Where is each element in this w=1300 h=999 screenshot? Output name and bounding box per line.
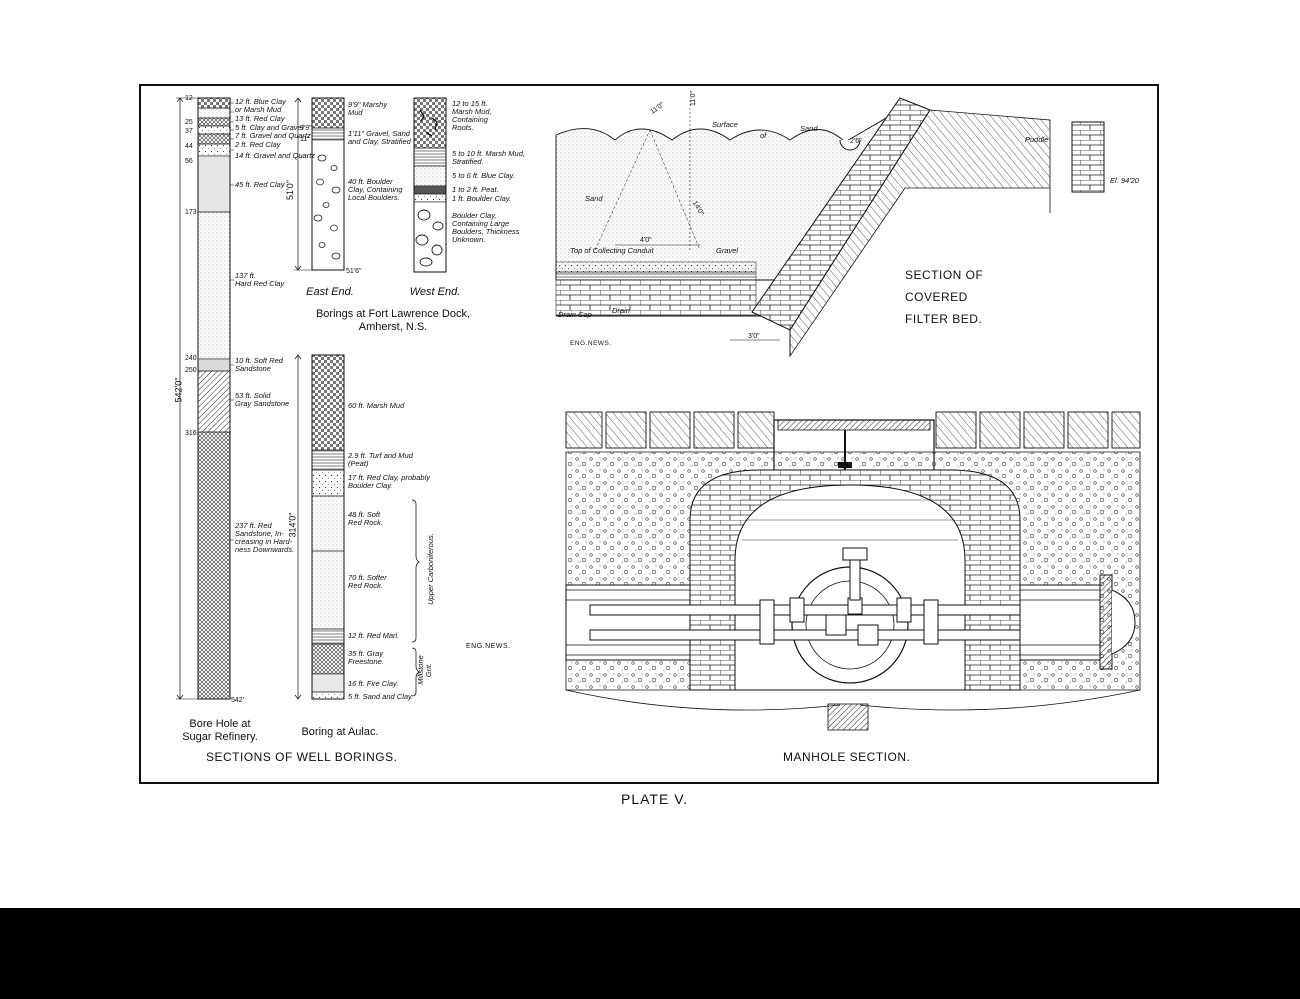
west-label-3: 1 to 2 ft. Peat. (452, 185, 499, 194)
west-label-1: 5 to 10 ft. Marsh Mud, Stratified. (452, 149, 525, 166)
east-mark-1: 11' (300, 136, 309, 143)
bh-depth-0: 12 (185, 95, 193, 102)
east-mark-0: 9'9" (300, 125, 312, 132)
plate-title: PLATE V. (621, 791, 689, 807)
filter-label-top-of-conduit: Top of Collecting Conduit (570, 246, 654, 255)
filter-label-elevation: El. 94'20 (1110, 176, 1139, 185)
aulac-label-2: 17 ft. Red Clay, probably Boulder Clay. (348, 473, 430, 490)
eng-news-credit-filter: ENG.NEWS. (570, 340, 612, 347)
sections-of-well-borings-caption: SECTIONS OF WELL BORINGS. (206, 750, 398, 764)
bh-label-6: 45 ft. Red Clay (235, 180, 285, 189)
fort-lawrence-caption: Borings at Fort Lawrence Dock, Amherst, … (315, 308, 471, 333)
aulac-total-depth: 314'0" (287, 512, 298, 538)
bh-depth-4: 56 (185, 158, 193, 165)
bh-depth-9: 542' (231, 697, 245, 704)
bh-label-1: 13 ft. Red Clay (235, 114, 285, 123)
filter-label-sand: Sand (585, 194, 603, 203)
aulac-bracket-millstone-grit: Millstone Grit. (416, 655, 433, 685)
west-label-2: 5 to 6 ft. Blue Clay. (452, 171, 515, 180)
bh-label-3: 7 ft. Gravel and Quartz (235, 131, 311, 140)
east-total-depth: 51'0" (284, 180, 295, 200)
bh-label-8: 10 ft. Soft Red Sandstone (235, 356, 283, 373)
filter-bed-drawing (555, 97, 1105, 358)
bh-depth-6: 240 (185, 355, 197, 362)
aulac-label-5: 12 ft. Red Marl. (348, 631, 400, 640)
filter-dim-5: 2'6" (850, 138, 862, 145)
bh-depth-3: 44 (185, 143, 193, 150)
bh-depth-7: 250 (185, 367, 197, 374)
bh-depth-8: 316 (185, 430, 197, 437)
bh-total-depth: 542'0" (173, 377, 184, 403)
filter-dim-2: 4'0" (640, 237, 652, 244)
west-label-0: 12 to 15 ft. Marsh Mud, Containing Roots… (452, 99, 492, 132)
bh-label-4: 2 ft. Red Clay (235, 140, 281, 149)
east-end-caption: East End. (306, 286, 354, 298)
aulac-caption: Boring at Aulac. (301, 726, 379, 738)
east-label-1: 1'11" Gravel, Sand and Clay, Stratified (348, 129, 411, 146)
aulac-bracket-upper-carboniferous: Upper Carboniferous. (426, 533, 435, 605)
aulac-column (294, 354, 420, 700)
east-mark-2: 51'6" (346, 268, 362, 275)
west-label-4: 1 ft. Boulder Clay. (452, 194, 512, 203)
bore-hole-caption: Bore Hole at Sugar Refinery. (182, 718, 258, 743)
bh-label-0: 12 ft. Blue Clay or Marsh Mud (235, 97, 286, 114)
aulac-label-8: 5 ft. Sand and Clay. (348, 692, 414, 701)
aulac-label-7: 16 ft. Fire Clay. (348, 679, 399, 688)
west-end-caption: West End. (409, 286, 461, 298)
west-label-5: Boulder Clay, Containing Large Boulders,… (452, 211, 520, 244)
filter-label-puddle: Puddle (1025, 135, 1049, 144)
filter-bed-caption: SECTION OF COVERED FILTER BED. (905, 268, 984, 326)
manhole-section-caption: MANHOLE SECTION. (783, 750, 911, 764)
filter-label-surface: Surface (712, 120, 738, 129)
filter-label-sand-top: Sand (800, 124, 818, 133)
aulac-label-1: 2.9 ft. Turf and Mud (Peat) (348, 451, 413, 468)
filter-dim-1: 11'0" (689, 91, 697, 106)
bh-label-7: 137 ft. Hard Red Clay (235, 271, 285, 288)
east-label-2: 40 ft. Boulder Clay, Containing Local Bo… (348, 177, 403, 202)
bore-hole-column (176, 97, 234, 700)
aulac-label-4: 70 ft. Softer Red Rock. (348, 573, 387, 590)
bh-label-5: 14 ft. Gravel and Quartz (235, 151, 316, 160)
manhole-drawing (565, 411, 1141, 731)
bottom-black-band (0, 908, 1300, 999)
bh-label-10: 237 ft. Red Sandstone, In- creasing in H… (235, 521, 295, 554)
aulac-label-0: 60 ft. Marsh Mud (348, 401, 405, 410)
filter-label-of: of (760, 131, 767, 140)
filter-label-drain: Drain (612, 306, 630, 315)
bh-depth-1: 25 (185, 119, 193, 126)
bh-label-2: 5 ft. Clay and Gravel (235, 123, 304, 132)
filter-label-gravel: Gravel (716, 246, 739, 255)
aulac-label-6: 35 ft. Gray Freestone. (348, 649, 384, 666)
bh-depth-5: 173 (185, 209, 197, 216)
bh-depth-2: 37 (185, 128, 193, 135)
east-end-column (294, 97, 345, 271)
west-end-column (413, 97, 447, 273)
eng-news-credit-borings: ENG.NEWS. (466, 643, 511, 650)
filter-dim-4: 3'0" (748, 333, 760, 340)
east-label-0: 9'9" Marshy Mud (348, 100, 388, 117)
aulac-label-3: 48 ft. Soft Red Rock. (348, 510, 384, 527)
filter-label-drain-cap: Drain Cap (558, 310, 592, 319)
bh-label-9: 53 ft. Solid Gray Sandstone (235, 391, 290, 408)
